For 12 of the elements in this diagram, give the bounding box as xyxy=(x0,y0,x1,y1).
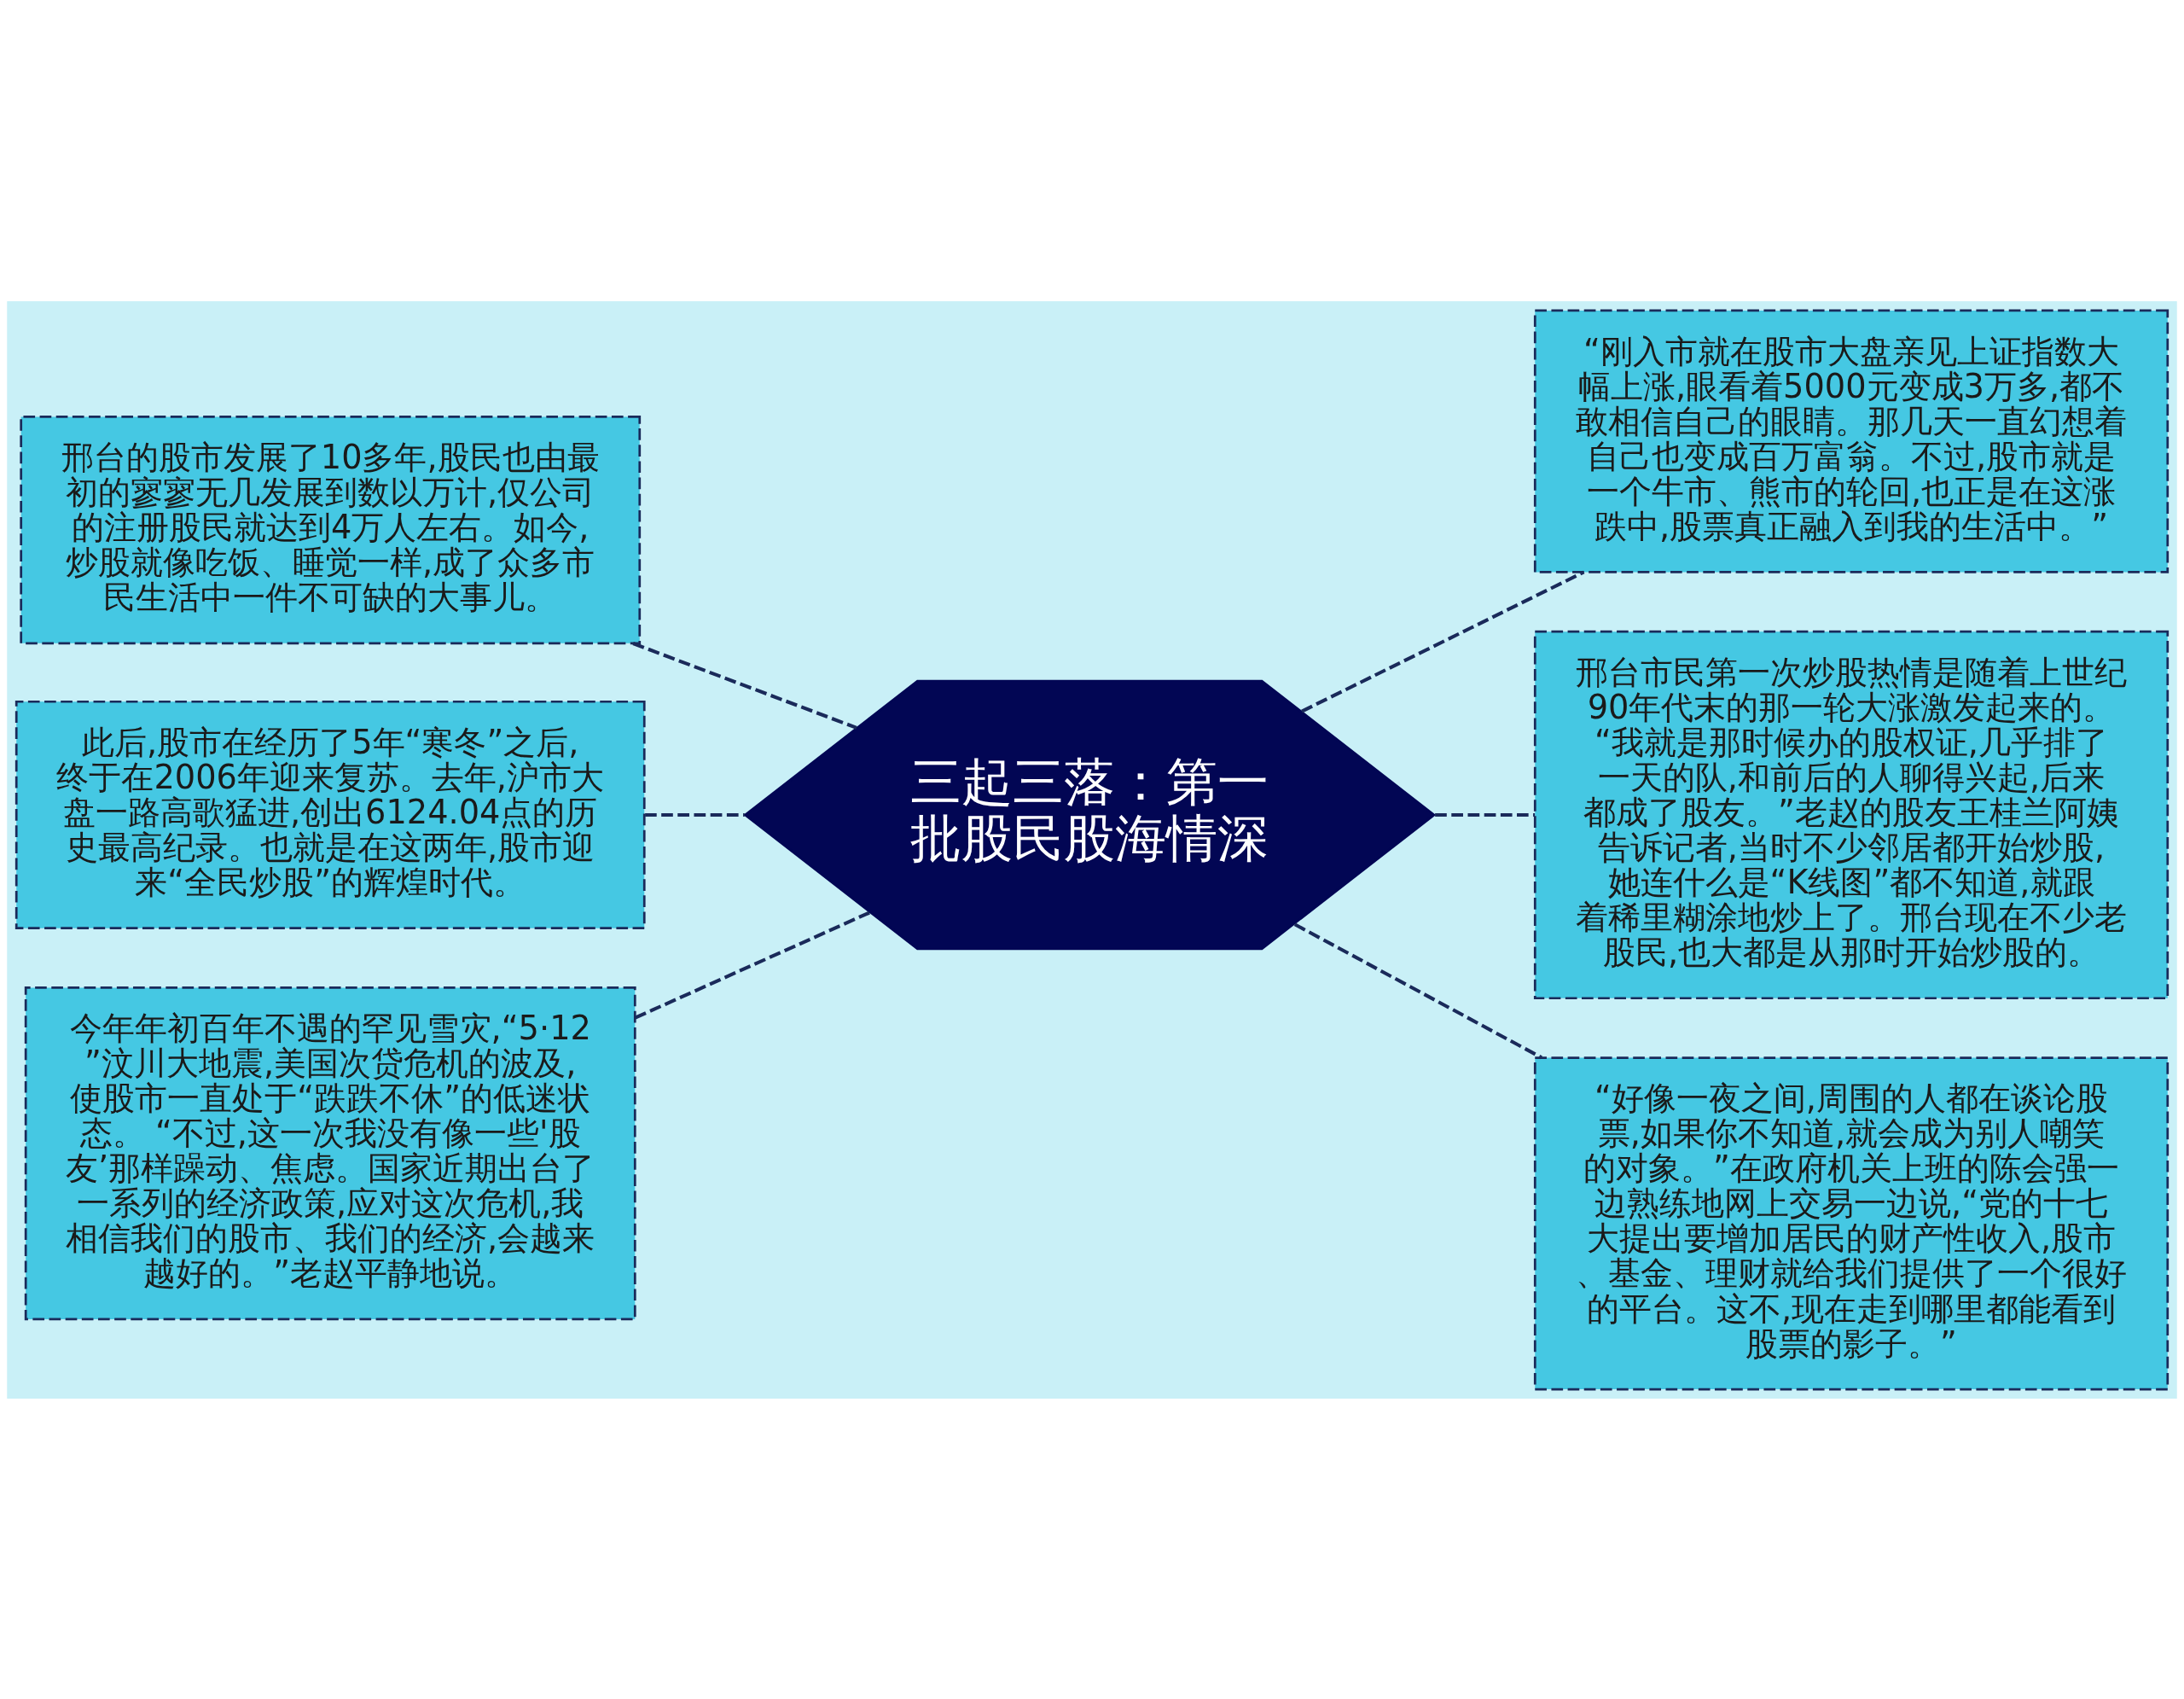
node-box: 今年年初百年不遇的罕见雪灾,“5·12”汶川大地震,美国次贷危机的波及,使股市一直处于“跌跌不休”的低迷状态。 “不过,这一次我没有像一些'股友’那样躁动、焦虑。国家近期出台了一系列的经济政策,应对这次危机,我相信我们的股市、我们的经济,会越来越好的。”老赵平静地说。 xyxy=(24,986,636,1320)
node-box: “刚入市就在股市大盘亲见上证指数大幅上涨,眼看着5000元变成3万多,都不敢相信自己的眼睛。那几天一直幻想着自己也变成百万富翁。不过,股市就是一个牛市、熊市的轮回,也正是在这涨跌中,股票真正融入到我的生活中。” xyxy=(1533,309,2169,573)
connector xyxy=(645,812,745,817)
node-box: 此后,股市在经历了5年“寒冬”之后,终于在2006年迎来复苏。去年,沪市大盘一路高歌猛进,创出6124.04点的历史最高纪录。也就是在这两年,股市迎来“全民炒股”的辉煌时代。 xyxy=(15,700,646,929)
node-box: 邢台的股市发展了10多年,股民也由最初的寥寥无几发展到数以万计,仅公司的注册股民就达到4万人左右。如今,炒股就像吃饭、睡觉一样,成了众多市民生活中一件不可缺的大事儿。 xyxy=(20,415,642,644)
node-box: 邢台市民第一次炒股热情是随着上世纪90年代末的那一轮大涨激发起来的。 “我就是那时候办的股权证,几乎排了一天的队,和前后的人聊得兴起,后来都成了股友。”老赵的股友王桂兰阿姨告诉记者,当时不少邻居都开始炒股,她连什么是“K线图”都不知道,就跟着稀里糊涂地炒上了。邢台现在不少老股民,也大都是从那时开始炒股的。 xyxy=(1533,630,2169,999)
node-box: “好像一夜之间,周围的人都在谈论股票,如果你不知道,就会成为别人嘲笑的对象。”在政府机关上班的陈会强一边熟练地网上交易一边说,“党的十七大提出要增加居民的财产性收入,股市、基金、理财就给我们提供了一个很好的平台。这不,现在走到哪里都能看到股票的影子。” xyxy=(1533,1056,2169,1390)
connector xyxy=(1293,922,1542,1059)
connector xyxy=(1301,570,1585,713)
connector xyxy=(1435,812,1536,817)
connector xyxy=(632,641,857,730)
connector xyxy=(634,911,870,1019)
